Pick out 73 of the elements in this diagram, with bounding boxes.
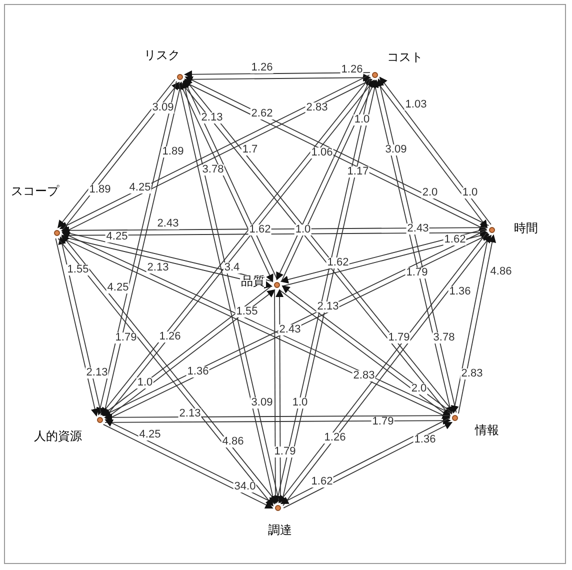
edge-label: 1.0 <box>136 378 154 388</box>
edge-label: 1.0 <box>291 398 309 408</box>
edge-label: 1.89 <box>88 184 112 196</box>
edge-label: 4.25 <box>106 282 130 294</box>
node-label: 時間 <box>513 222 539 234</box>
node-label: 情報 <box>474 424 500 436</box>
edge-label: 1.79 <box>387 332 411 344</box>
edge-label: 1.79 <box>273 446 297 458</box>
edge-label: 4.25 <box>138 430 162 440</box>
edge-label: 1.06 <box>310 148 334 158</box>
node-label: 人的資源 <box>33 430 83 442</box>
edge-label: 2.13 <box>200 112 224 124</box>
edge-label: 3.78 <box>432 332 456 344</box>
edge-label: 1.17 <box>346 166 370 178</box>
edge-label: 1.36 <box>186 366 210 378</box>
arrow <box>104 413 450 422</box>
edge-label: 1.0 <box>353 114 371 126</box>
arrow <box>450 234 490 414</box>
edge-label: 1.26 <box>323 432 347 444</box>
edge-label: 1.26 <box>340 64 364 76</box>
edge-label: 2.43 <box>406 224 430 234</box>
edge-label: 2.83 <box>352 370 376 382</box>
edge-label: 1.79 <box>405 268 429 278</box>
edge-label: 4.25 <box>128 182 152 194</box>
edge-label: 1.0 <box>461 188 479 198</box>
arrow <box>184 70 370 78</box>
edge-label: 2.43 <box>278 324 302 336</box>
arrow <box>458 234 496 414</box>
arrow <box>62 228 488 237</box>
edge-label: 1.03 <box>404 100 428 110</box>
edge-label: 4.86 <box>221 436 245 448</box>
edge-label: 1.79 <box>114 332 138 344</box>
edge-label: 2.13 <box>178 408 202 420</box>
edge-label: 2.43 <box>156 218 180 230</box>
edge-label: 1.79 <box>371 416 395 428</box>
weight-number: 2.0 <box>421 188 439 198</box>
edge-label: 1.26 <box>250 62 274 74</box>
edge-label: 1.62 <box>310 476 334 488</box>
edge-label: 1.62 <box>443 234 467 246</box>
edge-label: 3.09 <box>384 144 408 156</box>
edge-label: 1.55 <box>66 264 90 276</box>
edge-label: 3.78 <box>201 164 225 176</box>
edge-label: 1.36 <box>413 434 437 446</box>
edge-label: 1.36 <box>448 286 472 298</box>
edge-label: 2.0 <box>410 384 428 394</box>
weight-number: 1.62 <box>248 224 272 236</box>
edge-label: 1.62 <box>326 258 350 268</box>
edge-label: 2.13 <box>85 368 109 378</box>
edge-label: 2.83 <box>460 368 484 380</box>
arrow <box>104 416 452 425</box>
edge-label: 2.13 <box>316 302 340 312</box>
edge-label: 1.55 <box>235 306 259 318</box>
edge-label: 2.13 <box>146 262 170 274</box>
arrow <box>184 74 372 82</box>
arrow <box>271 290 280 504</box>
edge-label: 2.62 <box>250 108 274 120</box>
arrow <box>276 289 284 504</box>
edge-label: 3.09 <box>151 102 175 114</box>
edge-label: 3.09 <box>250 398 274 408</box>
edge-label: 1.89 <box>161 146 185 158</box>
edge-label: 2.83 <box>305 102 329 114</box>
edge-label: 3.4 <box>223 262 241 274</box>
edge-label: 1.7 <box>241 144 259 156</box>
node-label: 調達 <box>267 524 293 536</box>
node-label: スコープ <box>10 185 60 197</box>
arrow <box>61 229 274 282</box>
edge-label: 1.26 <box>158 332 182 342</box>
edge-label: 1.0 <box>294 224 312 236</box>
weight-number: 4.25 <box>105 232 129 242</box>
edge-label: 34.0 <box>233 482 257 492</box>
node-label: 品質 <box>240 275 266 287</box>
arrow <box>96 80 177 416</box>
edge-label: 4.86 <box>489 266 513 278</box>
